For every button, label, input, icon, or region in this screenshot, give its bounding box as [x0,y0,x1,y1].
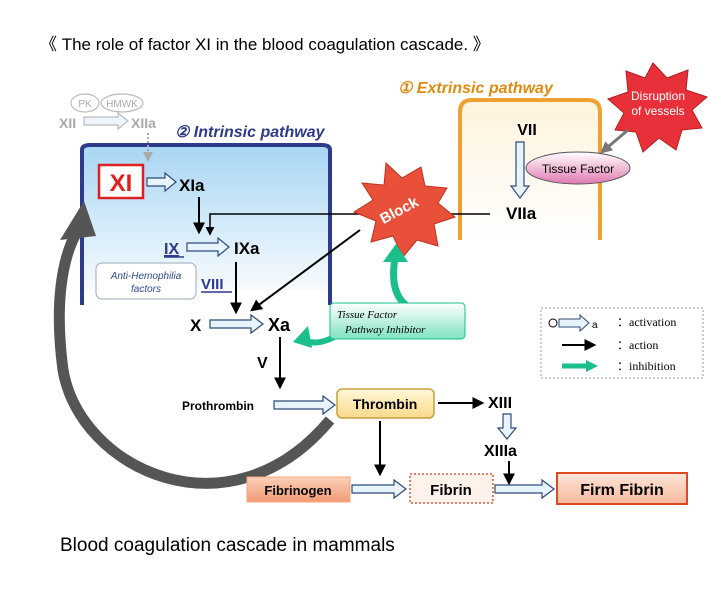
tfpi-to-block-curve [390,257,417,314]
vii-activation-arrow [509,141,531,199]
legend-inhibition-label: ：inhibition [617,359,676,373]
legend-activation-a: a [592,320,598,331]
hmwk-oval [100,93,144,113]
viia-label: VIIa [506,204,537,223]
x-activation-arrow [209,313,264,335]
prothrombin-label: Prothrombin [182,399,254,413]
firm-fibrin-label: Firm Fibrin [580,482,664,499]
disruption-to-tf-arrow [600,128,629,154]
tfpi-to-xa-head [293,326,312,348]
xa-label: Xa [268,315,291,335]
xiii-activation-arrow [496,413,518,440]
tfpi-line2: Pathway Inhibitor [344,324,426,336]
thrombin-label: Thrombin [353,396,418,412]
xi-box [97,163,145,200]
disruption-line1: Disruption [631,89,685,103]
viia-to-x-arrow [250,229,361,312]
hmwk-label: HMWK [106,99,138,110]
viii-label: VIII [201,276,224,293]
pk-oval [70,93,100,113]
fibrin-box [409,473,494,504]
thrombin-box [336,388,435,419]
block-starburst [352,161,457,258]
antihemophilia-line2: factors [131,284,161,295]
thrombin-to-xi-feedback-head [60,201,96,240]
fibrinogen-activation-arrow [351,478,407,500]
antihemophilia-line1: Anti-Hemophilia [110,271,182,282]
xii-label: XII [59,115,76,131]
xiia-label: XIIa [131,115,156,131]
legend-action-label: ：action [617,338,658,352]
x-label: X [190,316,202,335]
fibrinogen-label: Fibrinogen [264,483,331,498]
legend-activation-circle [548,318,558,328]
fibrin-label: Fibrin [430,482,472,499]
tissue-factor-ellipse [525,151,631,185]
xia-label: XIa [179,176,205,195]
tissue-factor-label: Tissue Factor [542,162,614,176]
v-label: V [257,355,268,372]
legend-inhibition-head [586,360,598,372]
firm-fibrin-box [556,472,688,505]
fibrinogen-box [246,476,351,503]
tfpi-box [329,302,466,340]
tfpi-line1: Tissue Factor [337,309,398,321]
disruption-line2: of vessels [631,104,684,118]
intrinsic-pathway-label: ② Intrinsic pathway [175,124,326,141]
xi-label: XI [110,170,133,197]
ix-label: IX [164,241,179,258]
xi-activation-arrow [146,171,177,193]
disruption-starburst [607,62,708,153]
vii-label: VII [517,122,537,139]
diagram-caption: Blood coagulation cascade in mammals [60,535,395,556]
tfpi-to-block-head [383,244,408,262]
fibrin-activation-arrow [494,478,555,500]
xii-activation-arrow [83,111,129,131]
legend-activation-arrow [558,313,590,333]
prothrombin-activation-arrow [273,394,336,416]
legend-activation-label: ：activation [617,315,676,329]
xiii-label: XIII [488,395,512,412]
ix-activation-arrow [186,236,230,258]
diagram-title: 《 The role of factor XI in the blood coa… [40,35,490,54]
pk-label: PK [78,99,92,110]
antihemophilia-box [95,262,197,300]
xiiia-label: XIIIa [484,443,517,460]
extrinsic-pathway-label: ① Extrinsic pathway [398,80,554,97]
ixa-label: IXa [234,239,260,258]
